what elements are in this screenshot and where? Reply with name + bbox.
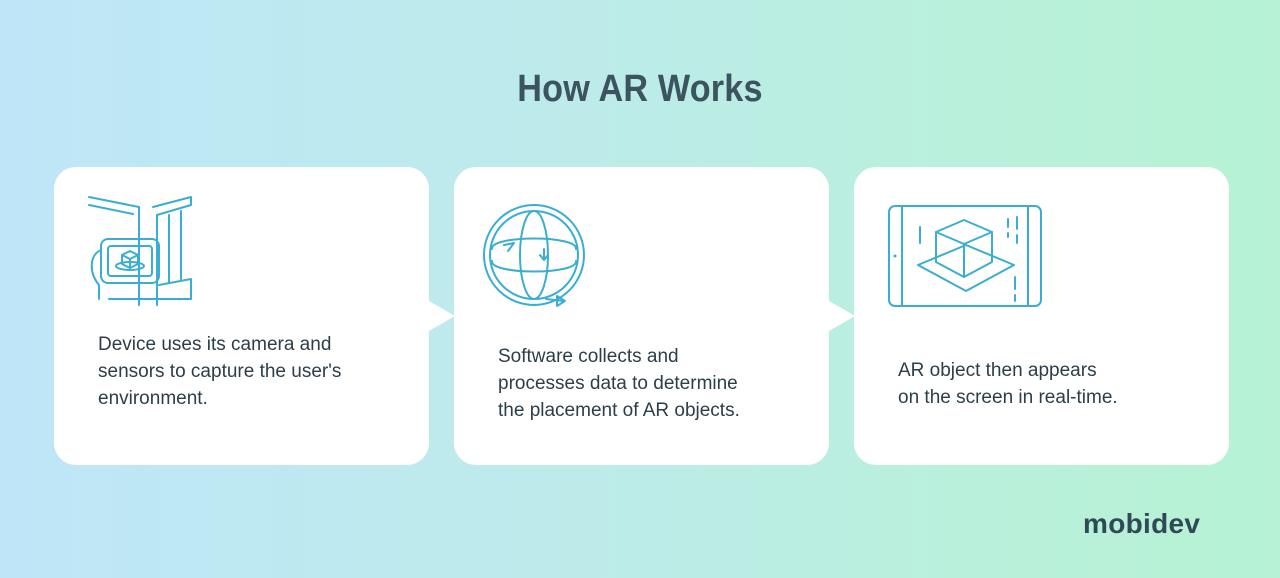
step-card-capture: Device uses its camera and sensors to ca… <box>54 167 429 465</box>
step-text-line: sensors to capture the user's <box>98 361 342 382</box>
step-description: Device uses its camera and sensors to ca… <box>98 331 408 412</box>
step-text-line: Device uses its camera and <box>98 334 332 355</box>
tablet-ar-cube-icon <box>888 205 1042 307</box>
step-text-line: AR object then appears <box>898 360 1097 381</box>
step-text-line: Software collects and <box>498 346 679 367</box>
step-connector-arrow <box>429 301 455 331</box>
page-title: How AR Works <box>517 68 763 110</box>
step-description: AR object then appears on the screen in … <box>898 357 1208 411</box>
rotation-orbit-icon <box>483 204 585 307</box>
step-card-processing: Software collects and processes data to … <box>454 167 829 465</box>
step-text-line: processes data to determine <box>498 373 738 394</box>
step-text-line: environment. <box>98 388 208 409</box>
step-text-line: on the screen in real-time. <box>898 387 1118 408</box>
step-description: Software collects and processes data to … <box>498 343 808 424</box>
mobidev-logo: mobidev <box>1083 508 1201 539</box>
step-text-line: the placement of AR objects. <box>498 400 740 421</box>
ar-device-camera-icon <box>88 196 192 306</box>
step-card-display: AR object then appears on the screen in … <box>854 167 1229 465</box>
step-connector-arrow <box>829 301 855 331</box>
